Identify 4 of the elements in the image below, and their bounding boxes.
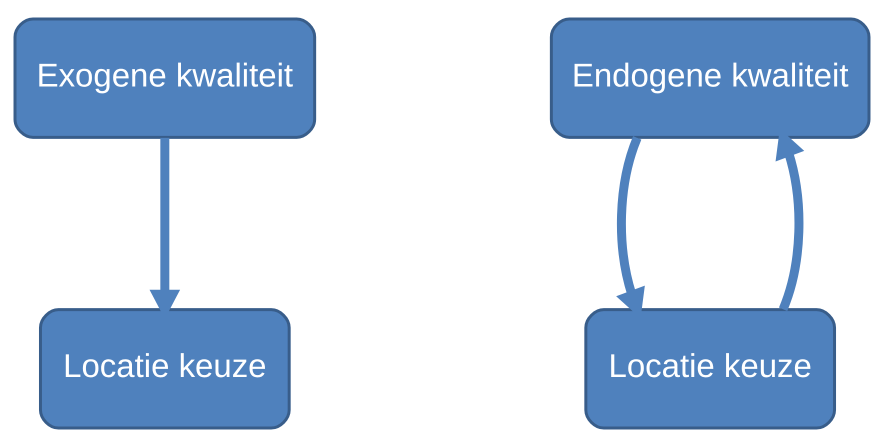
- node-box: Locatie keuze: [584, 308, 836, 430]
- node-box: Endogene kwaliteit: [550, 18, 870, 139]
- node-box: Locatie keuze: [38, 308, 291, 430]
- node-box: Exogene kwaliteit: [14, 18, 316, 139]
